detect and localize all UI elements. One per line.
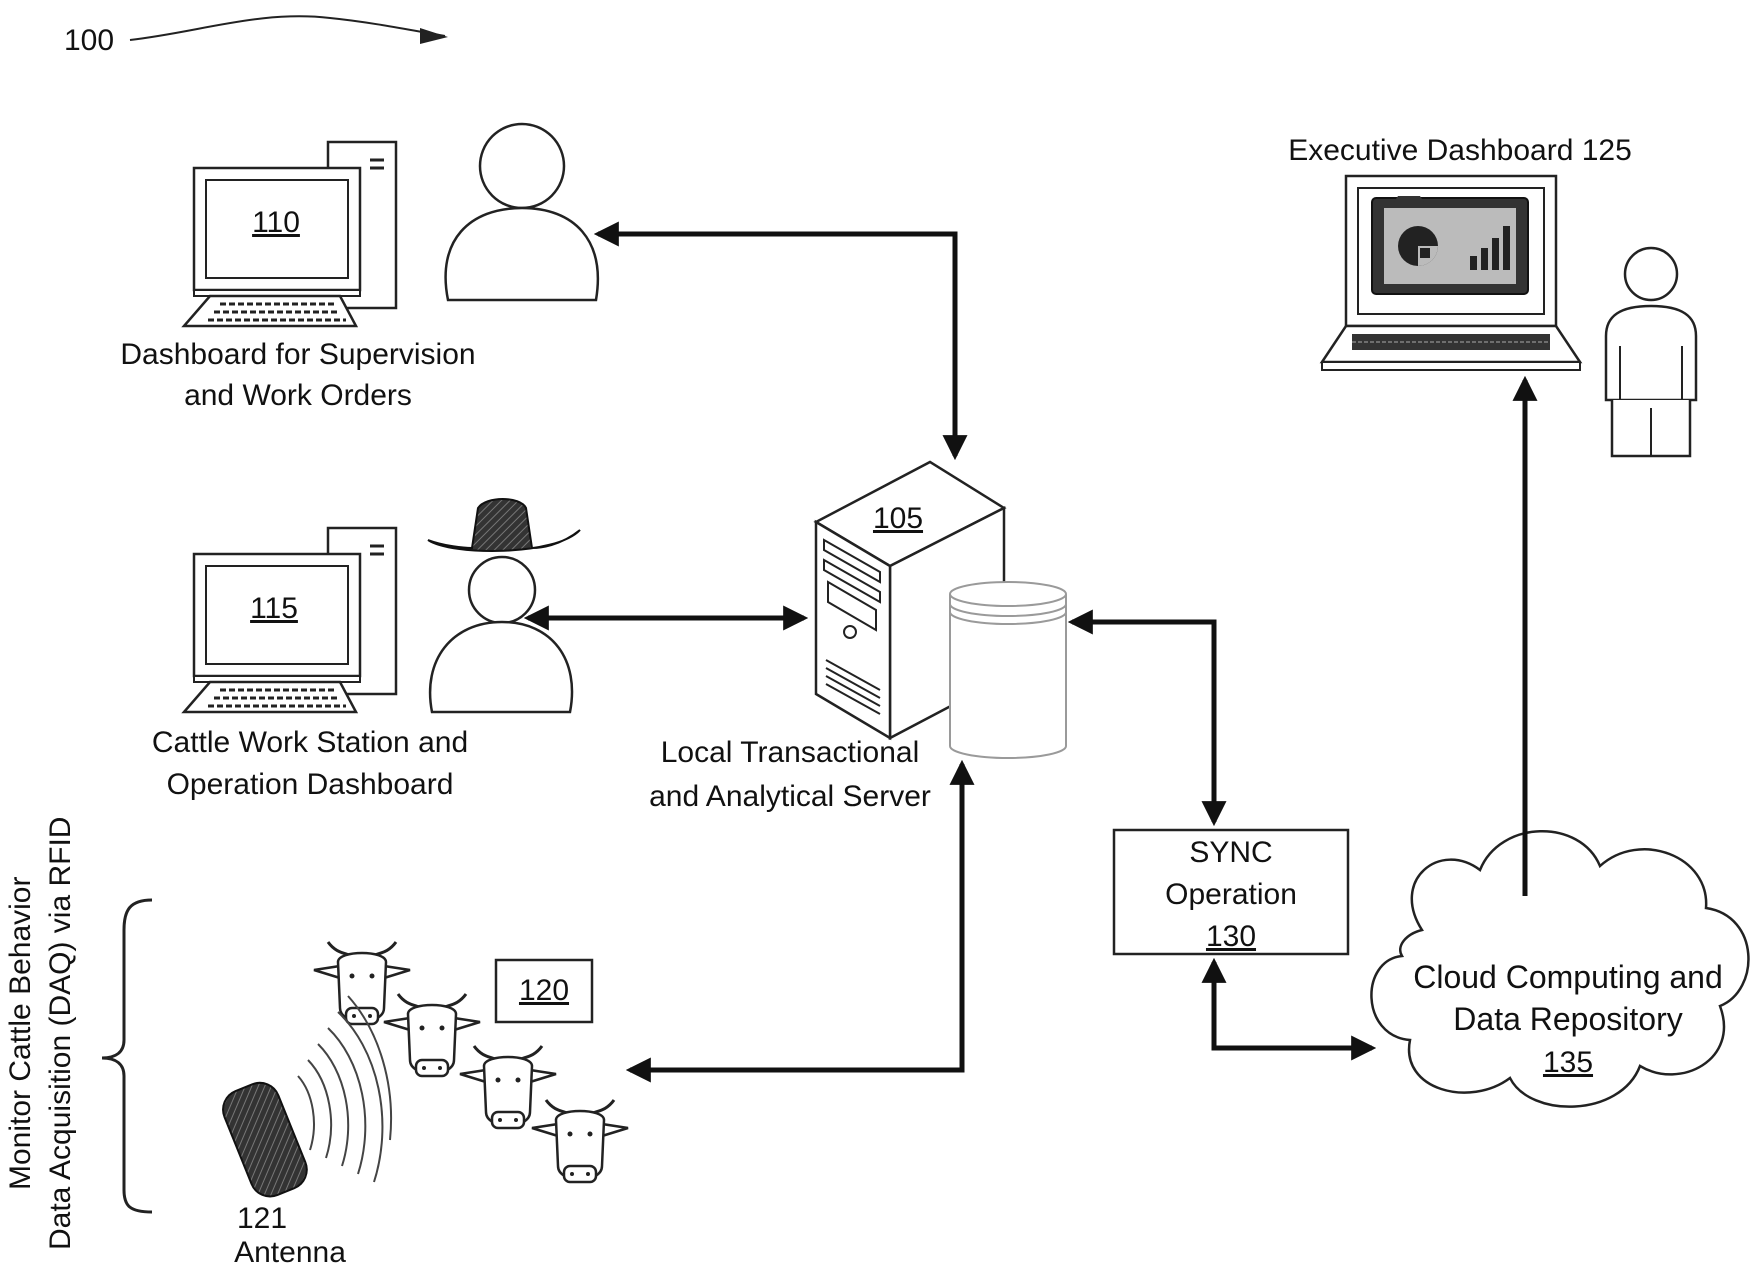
executive-label: Executive Dashboard 125 — [1288, 134, 1632, 167]
sync-label-1: SYNC — [1189, 836, 1272, 869]
daq-brace — [101, 898, 153, 1214]
cloud-label-2: Data Repository — [1453, 1001, 1682, 1037]
sync-ref: 130 — [1206, 920, 1256, 953]
server-icon: 105 — [813, 460, 1007, 741]
svg-text:110: 110 — [252, 206, 300, 239]
cloud-ref: 135 — [1543, 1046, 1593, 1079]
workstation-label-1: Cattle Work Station and — [152, 726, 468, 759]
cowboy-person-icon — [427, 498, 581, 714]
connector-server-cattle — [625, 759, 975, 1083]
cattle-group: 120 — [313, 941, 629, 1184]
svg-text:100: 100 — [64, 24, 114, 57]
cow-head-icon — [459, 1045, 557, 1130]
sync-label-2: Operation — [1165, 878, 1297, 911]
cowboy-hat-icon — [427, 498, 581, 552]
supervision-computer: 110 — [181, 140, 398, 328]
pie-chart-icon — [1398, 226, 1438, 266]
connector-sync-cloud — [1201, 957, 1377, 1061]
svg-text:115: 115 — [250, 592, 298, 625]
cow-head-icon — [313, 941, 411, 1026]
cow-head-icon — [383, 993, 481, 1078]
connector-server-supervision — [593, 221, 968, 461]
supervisor-person-icon — [444, 122, 599, 302]
antenna-label: Antenna — [234, 1236, 346, 1266]
database-icon — [949, 581, 1067, 759]
daq-label-1: Monitor Cattle Behavior — [4, 877, 37, 1190]
server-label-2: and Analytical Server — [649, 780, 931, 813]
supervision-label-1: Dashboard for Supervision — [120, 338, 475, 371]
sync-operation-box: SYNC Operation 130 — [1112, 828, 1350, 956]
cow-head-icon — [531, 1099, 629, 1184]
radio-waves — [297, 995, 393, 1183]
daq-label-2: Data Acquisition (DAQ) via RFID — [44, 817, 77, 1250]
bar-chart-icon — [1470, 226, 1510, 270]
supervision-label-2: and Work Orders — [184, 379, 412, 412]
cattle-ref: 120 — [519, 974, 569, 1007]
executive-laptop — [1319, 174, 1583, 371]
antenna-icon — [222, 995, 393, 1198]
connector-database-sync — [1067, 609, 1227, 827]
executive-person-icon — [1604, 246, 1698, 458]
workstation-label-2: Operation Dashboard — [167, 768, 454, 801]
figure-reference: 100 — [64, 15, 448, 57]
cloud-icon: Cloud Computing and Data Repository 135 — [1370, 830, 1750, 1108]
workstation-computer: 115 — [181, 526, 398, 714]
svg-text:105: 105 — [873, 502, 923, 535]
server-label-1: Local Transactional — [661, 736, 920, 769]
cloud-label-1: Cloud Computing and — [1413, 959, 1723, 995]
antenna-ref: 121 — [237, 1202, 287, 1235]
